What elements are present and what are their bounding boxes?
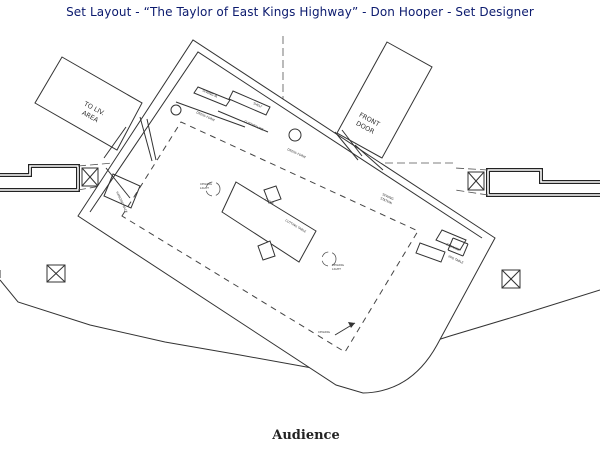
- living-area-hallway: TO LIV. AREA: [34, 56, 143, 151]
- front-door-hallway: FRONT DOOR: [336, 41, 433, 159]
- stage-right-wall: [486, 168, 600, 197]
- audience-label: Audience: [272, 428, 340, 443]
- ceiling-light-label-2b: LIGHT: [332, 267, 341, 271]
- ceiling-light-right: [321, 251, 337, 267]
- crossed-box-left-upper: [81, 167, 99, 187]
- ceiling-light-label-1a: CEILING: [200, 182, 213, 186]
- ceiling-light-label-2a: CEILING: [332, 263, 345, 267]
- sewing-machine-label: SEWING M.: [202, 88, 219, 99]
- chair-lower: [257, 240, 276, 261]
- dress-form-left: [170, 104, 182, 116]
- chair-label: CHAIR: [265, 197, 275, 205]
- ceiling-label-3: CEILING: [318, 330, 331, 334]
- sewing-station-label-a: SEWING: [382, 192, 395, 201]
- page-title: Set Layout - “The Taylor of East Kings H…: [66, 5, 534, 19]
- chair-upper: [263, 185, 282, 204]
- ceiling-marker-downstage: [334, 322, 356, 336]
- ceiling-light-label-1b: LIGHT: [200, 186, 209, 190]
- crossed-box-right-upper: [467, 171, 485, 191]
- crossed-box-left-lower: [46, 264, 66, 283]
- crossed-box-right-lower: [501, 269, 521, 289]
- cutting-table: [221, 181, 317, 263]
- dress-form-upper: [288, 128, 302, 142]
- sewing-station-label-b: STATION: [380, 196, 393, 205]
- shelf-label: SHELF: [253, 101, 264, 109]
- stage-left-wall: [0, 164, 80, 192]
- ceiling-light-left: [205, 181, 221, 197]
- upstage-wall-details: [103, 86, 469, 263]
- storage-label: STORAGE: [446, 242, 461, 252]
- wig-table-label: WIG TABLE: [448, 254, 465, 265]
